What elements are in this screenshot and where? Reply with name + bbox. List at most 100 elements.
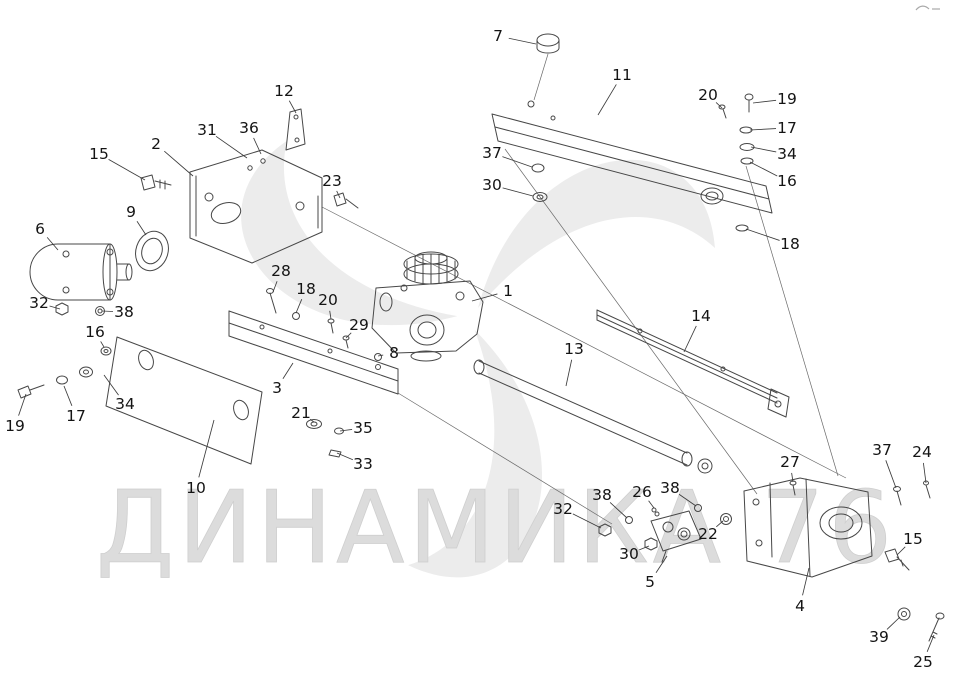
part-strap-12 [285, 108, 306, 151]
callout-leader-line [101, 310, 114, 312]
callout-label-14: 14 [691, 307, 711, 325]
callout-label-31: 31 [197, 121, 217, 139]
callout-leader-line [336, 190, 341, 199]
callout-leader-line [502, 156, 533, 168]
callout-label-37: 37 [872, 441, 892, 459]
callout-leader-line [272, 281, 278, 293]
callout-label-32: 32 [553, 500, 573, 518]
callout-label-34: 34 [777, 145, 797, 163]
callout-label-3: 3 [272, 379, 282, 397]
bolt-23 [333, 192, 359, 209]
part-gearbox-1 [371, 251, 484, 362]
bolt-15-left [140, 174, 172, 191]
callout-leader-line [896, 546, 906, 556]
callout-leader-line [329, 310, 332, 320]
callout-label-20: 20 [318, 291, 338, 309]
callout-label-24: 24 [912, 443, 932, 461]
fasteners-panel-right [718, 93, 755, 232]
part-cover-panel-11 [491, 100, 773, 214]
callout-leader-line [502, 187, 534, 197]
fasteners-lower-left [17, 346, 112, 399]
callout-leader-line [802, 567, 810, 596]
callout-label-16: 16 [85, 323, 105, 341]
callout-leader-line [309, 418, 315, 423]
callout-label-16: 16 [777, 172, 797, 190]
part-rail-3 [228, 310, 399, 395]
callout-label-34: 34 [115, 395, 135, 413]
callout-label-27: 27 [780, 453, 800, 471]
callout-leader-line [18, 393, 27, 416]
callout-leader-line [565, 359, 573, 387]
callout-leader-line [377, 354, 384, 357]
callout-leader-line [597, 84, 617, 116]
part-valve-5 [598, 504, 732, 563]
nuts-under-panel [531, 163, 548, 202]
part-breather-cap-7 [536, 33, 560, 54]
callout-leader-line [295, 298, 303, 314]
callout-label-18: 18 [296, 280, 316, 298]
fasteners-left [55, 302, 105, 316]
callout-label-15: 15 [903, 530, 923, 548]
callout-leader-line [886, 616, 901, 630]
callout-leader-line [198, 419, 215, 478]
callout-leader-line [745, 228, 780, 241]
part-bracket-2 [189, 149, 323, 264]
callout-label-18: 18 [780, 235, 800, 253]
callout-leader-line [103, 374, 119, 396]
callout-leader-line [791, 472, 794, 483]
callout-label-25: 25 [913, 653, 933, 671]
callout-label-19: 19 [5, 417, 25, 435]
callout-label-11: 11 [612, 66, 632, 84]
corner-mark-icon [915, 5, 940, 11]
callout-leader-line [749, 128, 777, 131]
callout-label-4: 4 [795, 597, 805, 615]
rail-3-fasteners [266, 288, 382, 458]
callout-leader-line [46, 237, 59, 251]
part-collar-9 [135, 230, 169, 272]
callout-leader-line [339, 429, 353, 432]
callout-label-22: 22 [698, 525, 718, 543]
callout-label-15: 15 [89, 145, 109, 163]
part-bracket-4 [743, 477, 873, 578]
callout-label-13: 13 [564, 340, 584, 358]
callout-leader-line [136, 220, 147, 236]
callout-label-6: 6 [35, 220, 45, 238]
callout-leader-line [108, 159, 146, 181]
construction-lines [321, 53, 847, 525]
callout-label-5: 5 [645, 573, 655, 591]
callout-leader-line [926, 634, 935, 652]
callout-label-12: 12 [274, 82, 294, 100]
callout-leader-line [752, 99, 777, 104]
callout-label-38: 38 [660, 479, 680, 497]
callout-leader-line [471, 293, 498, 302]
callout-label-37: 37 [482, 144, 502, 162]
watermark-logo-icon [241, 140, 715, 578]
callout-label-8: 8 [389, 344, 399, 362]
callout-label-17: 17 [66, 407, 86, 425]
callout-leader-line [655, 555, 668, 574]
callout-label-38: 38 [592, 486, 612, 504]
callout-label-29: 29 [349, 316, 369, 334]
callout-leader-line [253, 137, 262, 155]
callout-leader-line [716, 520, 724, 528]
callout-label-38: 38 [114, 303, 134, 321]
callout-leader-line [683, 325, 697, 353]
part-rail-14 [596, 309, 790, 418]
callout-label-33: 33 [353, 455, 373, 473]
callout-label-17: 17 [777, 119, 797, 137]
callout-label-2: 2 [151, 135, 161, 153]
part-motor-6 [29, 243, 133, 301]
callout-leader-line [609, 502, 628, 519]
callout-leader-line [572, 513, 602, 529]
callout-leader-line [750, 146, 777, 153]
callout-leader-line [164, 150, 194, 177]
watermark-text: ДИНАМИКА 76 [96, 469, 896, 586]
callout-leader-line [345, 332, 352, 339]
callout-label-26: 26 [632, 483, 652, 501]
callout-label-9: 9 [126, 203, 136, 221]
callout-label-39: 39 [869, 628, 889, 646]
callout-label-20: 20 [698, 86, 718, 104]
